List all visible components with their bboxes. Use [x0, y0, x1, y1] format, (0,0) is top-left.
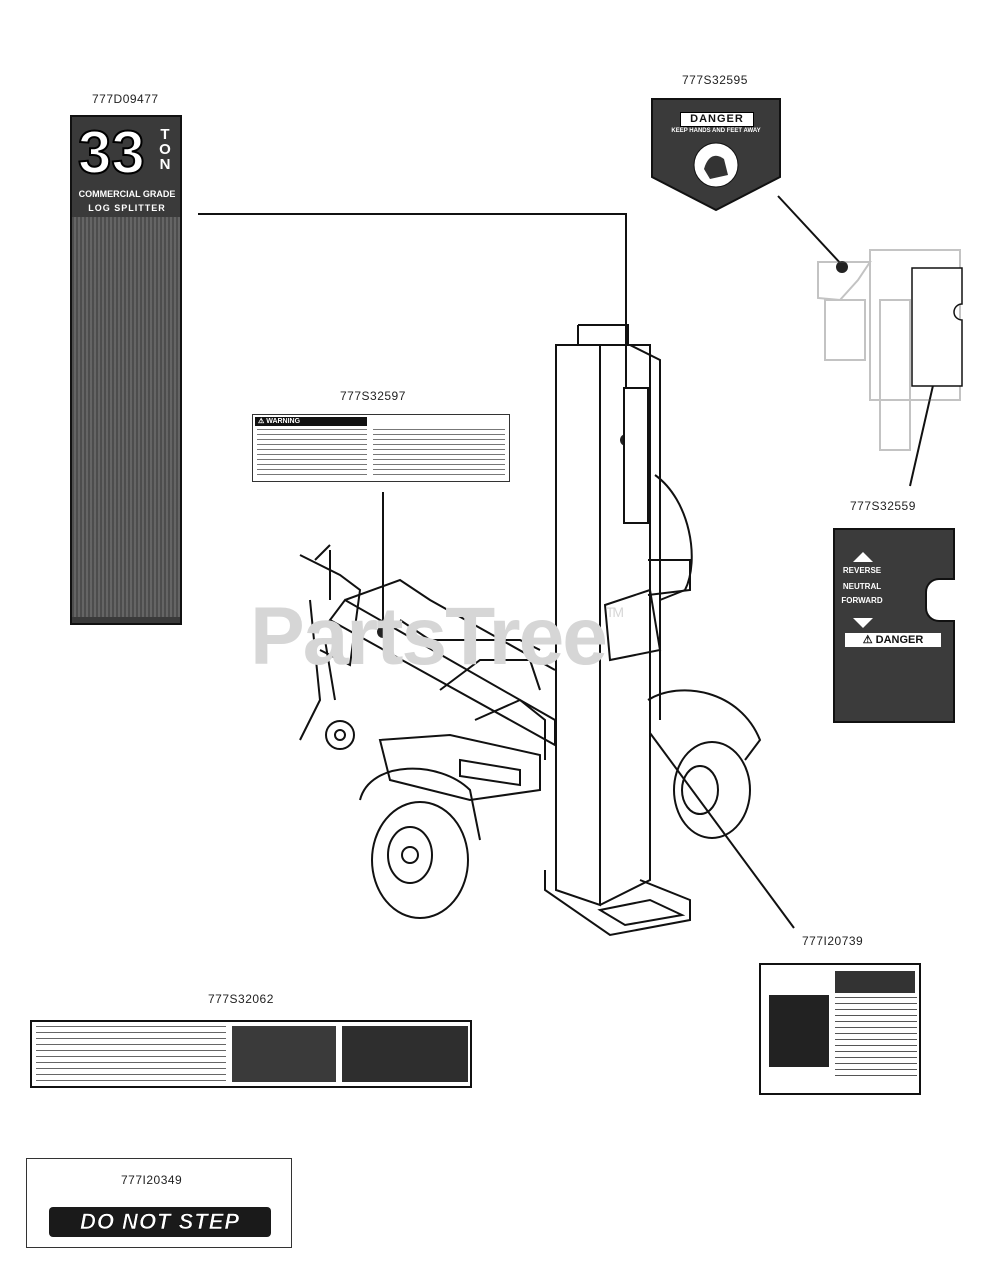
callout-dot: [836, 261, 848, 273]
log-splitter-illustration: [299, 324, 762, 937]
part-number-label: 777S32595: [682, 73, 748, 87]
decal-do-not-step-box[interactable]: 777I20349 DO NOT STEP: [26, 1158, 292, 1248]
warning-text-right: [373, 429, 505, 479]
decal-danger-hands-feet[interactable]: DANGER KEEP HANDS AND FEET AWAY: [650, 97, 782, 212]
neutral-label: NEUTRAL: [842, 582, 882, 591]
fluid-title-block: [835, 971, 915, 993]
operating-text: [36, 1026, 226, 1082]
decal-fine-print: [72, 217, 180, 617]
warning-text-left: [257, 429, 367, 479]
forward-label: FORWARD: [841, 596, 883, 605]
inset-plate: [911, 267, 963, 387]
decal-tonnage: 33: [77, 119, 146, 186]
leader-777I20739: [649, 732, 795, 929]
dipstick-illustration: [769, 995, 829, 1067]
leader-777S32595: [777, 195, 843, 266]
decal-control-valve[interactable]: REVERSE NEUTRAL FORWARD ⚠ DANGER: [833, 528, 955, 723]
operating-warning-panel: [342, 1026, 468, 1082]
operating-panel: [232, 1026, 336, 1082]
decal-operating-instructions[interactable]: [30, 1020, 472, 1088]
decal-notch: [925, 578, 955, 622]
part-number-label: 777I20739: [802, 934, 864, 948]
decal-ton-label: TON: [159, 126, 171, 173]
leader-777S32559: [909, 367, 938, 487]
danger-title: DANGER: [680, 112, 754, 127]
part-number-label: 777D09477: [92, 92, 159, 106]
decal-warning[interactable]: ⚠ WARNING: [252, 414, 510, 482]
part-number-label: 777S32597: [340, 389, 406, 403]
leader-777D09477: [198, 213, 627, 440]
watermark: PartsTreeTM: [250, 591, 624, 682]
callout-dot: [377, 626, 389, 638]
decal-grade: COMMERCIAL GRADE: [78, 189, 176, 199]
fluid-instructions: [835, 997, 917, 1081]
reverse-label: REVERSE: [842, 566, 882, 575]
decal-hydraulic-fluid[interactable]: [759, 963, 921, 1095]
warning-header: ⚠ WARNING: [255, 417, 367, 426]
part-number-label: 777S32559: [850, 499, 916, 513]
control-danger-title: ⚠ DANGER: [845, 633, 941, 647]
do-not-step-decal: DO NOT STEP: [49, 1207, 271, 1237]
decal-product: LOG SPLITTER: [88, 203, 166, 213]
direction-arrows-icon: [853, 552, 873, 628]
part-number-label: 777S32062: [208, 992, 274, 1006]
danger-subtitle: KEEP HANDS AND FEET AWAY: [671, 128, 761, 134]
inset-detail: [817, 249, 961, 451]
part-number-label: 777I20349: [121, 1173, 183, 1187]
decal-33-ton[interactable]: 33 TON COMMERCIAL GRADE LOG SPLITTER: [70, 115, 182, 625]
